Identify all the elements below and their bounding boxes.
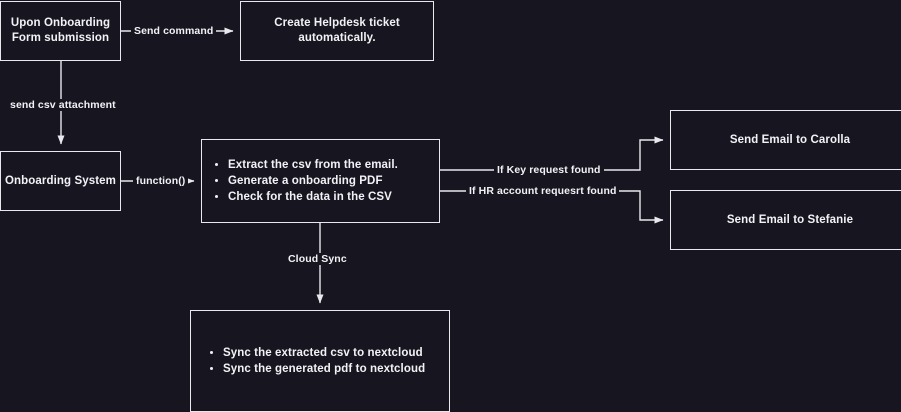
edge-label-send-csv: send csv attachment — [7, 99, 119, 111]
node-onboarding-system-label: Onboarding System — [5, 174, 116, 187]
list-item: Sync the extracted csv to nextcloud — [223, 345, 449, 361]
edge-label-cloud-sync: Cloud Sync — [285, 253, 350, 265]
list-item: Generate a onboarding PDF — [228, 173, 439, 189]
list-item: Extract the csv from the email. — [228, 157, 439, 173]
node-send-email-carolla[interactable]: Send Email to Carolla — [670, 110, 901, 170]
node-helpdesk-ticket[interactable]: Create Helpdesk ticket automatically. — [240, 1, 434, 61]
processing-steps-list: Extract the csv from the email. Generate… — [202, 157, 439, 205]
edge-label-key-request: If Key request found — [494, 164, 604, 176]
edge-label-function: function() — [133, 175, 189, 187]
node-helpdesk-ticket-label: Create Helpdesk ticket automatically. — [274, 17, 400, 44]
cloud-sync-steps-list: Sync the extracted csv to nextcloud Sync… — [191, 345, 449, 377]
node-send-email-stefanie[interactable]: Send Email to Stefanie — [670, 190, 901, 250]
node-onboarding-form[interactable]: Upon Onboarding Form submission — [0, 1, 121, 61]
node-send-email-carolla-label: Send Email to Carolla — [729, 133, 851, 146]
node-onboarding-system[interactable]: Onboarding System — [0, 151, 121, 211]
node-processing-steps[interactable]: Extract the csv from the email. Generate… — [201, 139, 440, 223]
node-send-email-stefanie-label: Send Email to Stefanie — [726, 213, 854, 226]
node-onboarding-form-label: Upon Onboarding Form submission — [10, 17, 111, 44]
node-cloud-sync-steps[interactable]: Sync the extracted csv to nextcloud Sync… — [190, 310, 450, 412]
list-item: Check for the data in the CSV — [228, 189, 439, 205]
edge-label-send-command: Send command — [131, 25, 217, 37]
edge-label-hr-request: If HR account requesrt found — [466, 185, 620, 197]
list-item: Sync the generated pdf to nextcloud — [223, 361, 449, 377]
